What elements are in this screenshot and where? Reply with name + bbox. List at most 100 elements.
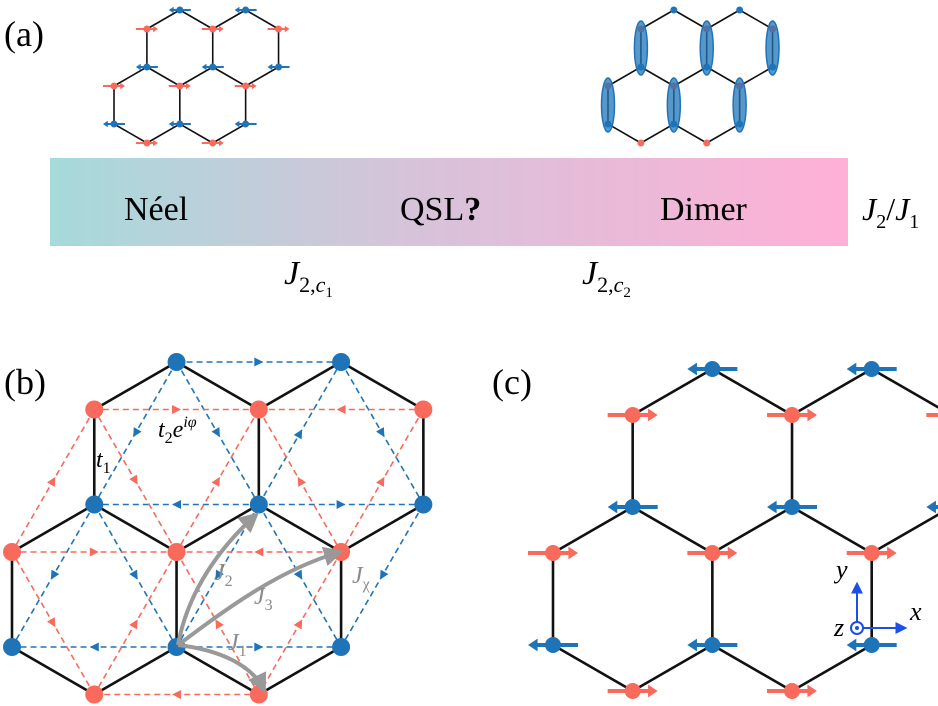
hopping-direction-icon — [336, 500, 346, 509]
hopping-direction-icon — [376, 427, 385, 438]
bond — [739, 9, 773, 30]
spin-left-arrow — [926, 500, 938, 514]
site-a — [85, 495, 104, 514]
bond — [791, 643, 873, 693]
bond — [739, 66, 773, 87]
spin-left-arrow — [687, 638, 738, 652]
bond — [212, 66, 247, 87]
bond — [673, 66, 708, 87]
bond — [258, 360, 342, 411]
bond — [673, 9, 708, 30]
neel-order-lattice — [528, 361, 938, 699]
hopping-direction-icon — [293, 569, 303, 580]
J1-arrow — [177, 643, 267, 694]
hopping-direction-icon — [376, 476, 385, 487]
bond — [179, 9, 214, 30]
z-axis-dot — [855, 626, 859, 630]
bond — [258, 645, 342, 696]
bond — [340, 360, 425, 411]
t1-label: t1 — [96, 447, 111, 477]
hopping-direction-icon — [50, 569, 60, 580]
bond — [146, 9, 181, 30]
dimer-singlet — [765, 20, 780, 76]
spin-right-arrow — [687, 546, 738, 560]
site-a — [249, 495, 268, 514]
hopping-direction-icon — [211, 427, 220, 438]
spin-arrow — [168, 6, 191, 14]
dimer-singlet — [666, 77, 682, 133]
J2-arrow — [176, 512, 259, 646]
phase-axis-label: J2/J1 — [862, 191, 919, 233]
bond — [791, 367, 873, 417]
bond — [673, 123, 708, 144]
spin-arrow — [135, 25, 158, 33]
hopping-direction-icon — [129, 619, 138, 630]
spin-right-arrow — [767, 684, 818, 698]
site-b — [85, 685, 104, 704]
J3-arrow — [176, 546, 344, 647]
spin-arrow — [168, 120, 191, 128]
hopping-direction-icon — [129, 569, 138, 580]
hopping-direction-icon — [215, 569, 224, 580]
spin-arrow — [201, 139, 224, 147]
site-b — [167, 543, 186, 561]
hopping-direction-icon — [379, 569, 389, 580]
hopping-direction-icon — [46, 617, 56, 628]
hopping-direction-icon — [293, 429, 303, 440]
bond — [632, 643, 713, 693]
hopping-direction-icon — [211, 476, 220, 487]
J1-label: J1 — [228, 630, 247, 660]
bond — [179, 123, 214, 144]
spin-arrow — [267, 25, 290, 33]
bond — [93, 645, 178, 696]
phase-dimer-label: Dimer — [660, 191, 748, 228]
bond — [791, 505, 873, 555]
hopping-direction-icon — [46, 476, 56, 487]
bond — [640, 9, 675, 30]
bond — [340, 503, 425, 554]
bond — [711, 643, 793, 693]
bond — [711, 367, 793, 417]
hopping-direction-icon — [172, 405, 182, 414]
bond — [11, 645, 95, 696]
site — [637, 139, 645, 147]
coordinate-axes: x y z — [833, 555, 922, 642]
J3-label: J3 — [254, 584, 273, 614]
bond — [711, 505, 793, 555]
hopping-direction-icon — [254, 357, 264, 367]
site-a — [332, 638, 351, 656]
hopping-direction-icon — [297, 476, 307, 487]
spin-left-arrow — [687, 362, 738, 376]
bond — [93, 360, 178, 411]
hopping-direction-icon — [215, 619, 224, 630]
bond — [871, 513, 938, 555]
phase-qsl-label: QSL? — [400, 191, 481, 228]
spin-left-arrow — [528, 638, 578, 652]
spin-arrow — [103, 120, 125, 128]
Jchi-label: Jχ — [352, 563, 371, 593]
bond — [175, 503, 260, 554]
spin-right-arrow — [846, 546, 897, 560]
panel-a-label: (a) — [4, 14, 44, 54]
hopping-direction-icon — [89, 642, 99, 652]
neel-lattice-sketch — [103, 6, 290, 147]
site — [736, 6, 744, 14]
hopping-direction-icon — [172, 500, 182, 509]
hopping-direction-icon — [254, 547, 264, 557]
bond — [552, 643, 634, 693]
bond — [245, 66, 279, 87]
dimer-singlet — [732, 77, 747, 133]
x-axis-label: x — [909, 597, 922, 626]
bond — [871, 367, 938, 409]
site-a — [414, 495, 433, 514]
spin-arrow — [234, 82, 257, 90]
hopping-direction-icon — [254, 642, 264, 652]
critical-point-2-label: J2,c2 — [582, 255, 631, 301]
spin-arrow — [135, 63, 158, 71]
spin-arrow — [234, 120, 257, 128]
hopping-direction-icon — [89, 547, 99, 557]
spin-arrow — [234, 6, 257, 14]
spin-right-arrow — [926, 413, 938, 417]
bond — [245, 9, 279, 30]
bond — [706, 123, 741, 144]
